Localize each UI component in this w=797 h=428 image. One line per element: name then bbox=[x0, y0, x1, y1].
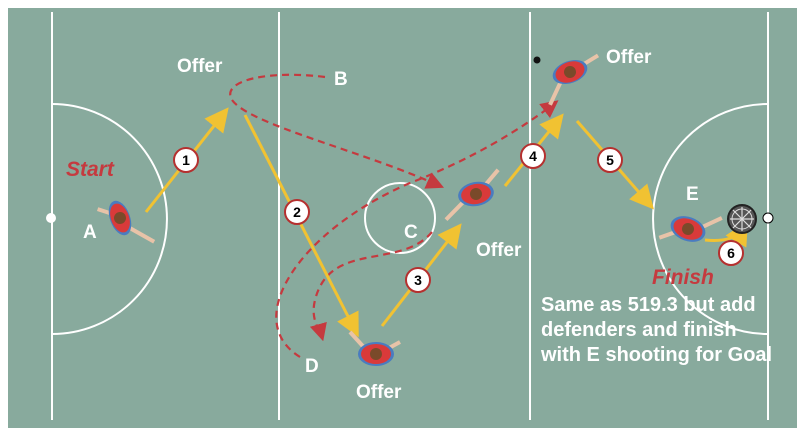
pitch-surface bbox=[8, 8, 797, 428]
player-a-figure bbox=[96, 200, 156, 244]
point-d-label: D bbox=[305, 356, 319, 377]
centre-circle bbox=[364, 182, 436, 254]
offer-label-3: Offer bbox=[476, 240, 522, 261]
pass-number-1: 1 bbox=[173, 147, 199, 173]
goal-post-left bbox=[46, 213, 56, 223]
drill-note: Same as 519.3 but add defenders and fini… bbox=[541, 294, 773, 366]
player-offer-middle bbox=[444, 168, 500, 222]
start-label: Start bbox=[66, 158, 114, 181]
pass-number-2: 2 bbox=[284, 199, 310, 225]
finish-label: Finish bbox=[652, 266, 714, 289]
offer-label-1: Offer bbox=[177, 56, 223, 77]
pass-number-6: 6 bbox=[718, 240, 744, 266]
shooting-circle-left bbox=[51, 103, 168, 335]
player-a-label: A bbox=[83, 222, 97, 243]
run-path-d-loop bbox=[275, 100, 559, 358]
goal-net-icon bbox=[727, 204, 757, 234]
player-e-label: E bbox=[686, 184, 699, 205]
player-e-figure bbox=[658, 216, 723, 242]
goal-post-right bbox=[762, 212, 774, 224]
offer-label-4: Offer bbox=[356, 382, 402, 403]
offer-label-2: Offer bbox=[606, 47, 652, 68]
pass-number-4: 4 bbox=[520, 143, 546, 169]
shooting-circle-right bbox=[652, 103, 769, 335]
player-offer-bottom bbox=[348, 330, 401, 366]
run-path-a-to-offer bbox=[229, 73, 445, 189]
run-path-c-to-d bbox=[309, 231, 433, 342]
player-offer-top bbox=[548, 53, 600, 106]
pass-number-5: 5 bbox=[597, 147, 623, 173]
point-c-label: C bbox=[404, 222, 418, 243]
pass-number-3: 3 bbox=[405, 267, 431, 293]
point-b-label: B bbox=[334, 69, 348, 90]
